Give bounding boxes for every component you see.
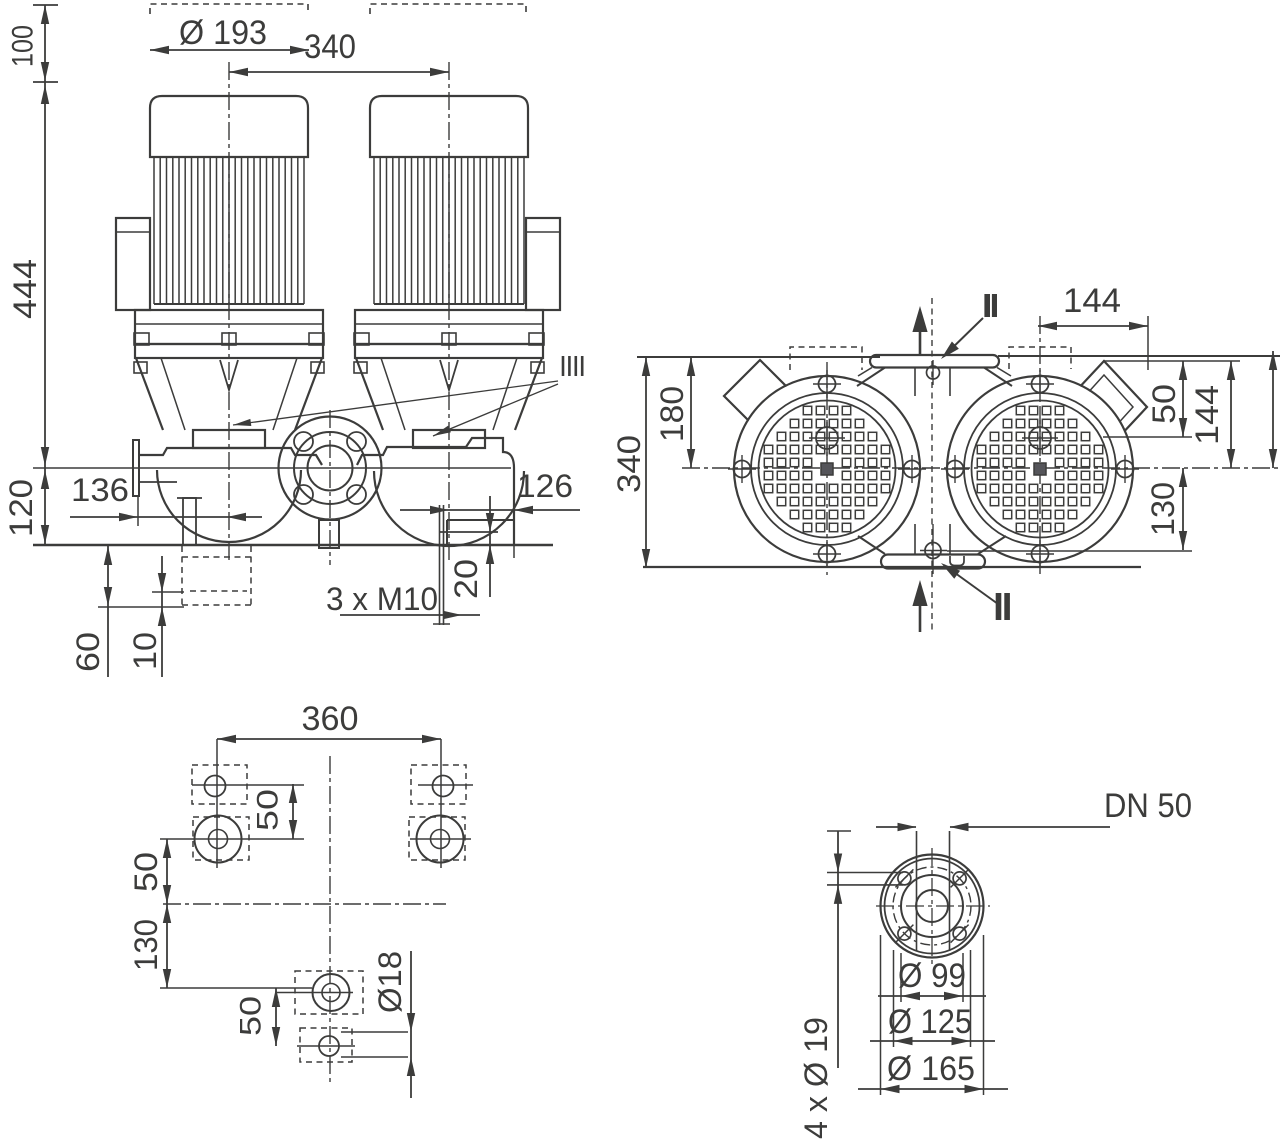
svg-text:130: 130 (128, 919, 164, 971)
svg-text:60: 60 (70, 632, 106, 672)
svg-text:444: 444 (7, 259, 43, 319)
svg-text:50: 50 (252, 789, 285, 831)
svg-text:180: 180 (654, 386, 690, 442)
svg-text:50: 50 (1146, 384, 1182, 424)
svg-text:360: 360 (302, 700, 359, 738)
svg-text:3 x M10: 3 x M10 (326, 581, 438, 617)
svg-text:10: 10 (127, 632, 163, 670)
svg-text:50: 50 (128, 852, 164, 892)
svg-text:Ø 165: Ø 165 (887, 1050, 975, 1088)
svg-text:4 x Ø 19: 4 x Ø 19 (798, 1017, 834, 1139)
svg-text:DN 50: DN 50 (1104, 787, 1192, 825)
svg-text:Ø 99: Ø 99 (898, 957, 966, 995)
svg-text:20: 20 (448, 559, 484, 599)
svg-text:Ø18: Ø18 (372, 951, 408, 1013)
svg-text:130: 130 (1145, 482, 1181, 536)
svg-text:144: 144 (1063, 282, 1121, 320)
svg-text:136: 136 (71, 472, 129, 508)
svg-text:144: 144 (1189, 385, 1225, 445)
svg-text:126: 126 (517, 468, 573, 504)
svg-text:340: 340 (611, 435, 647, 493)
svg-text:50: 50 (235, 996, 268, 1036)
svg-text:Ø 125: Ø 125 (888, 1003, 972, 1041)
svg-text:Ø 193: Ø 193 (179, 14, 267, 52)
svg-text:120: 120 (3, 479, 39, 537)
svg-text:340: 340 (304, 28, 356, 66)
svg-text:100: 100 (7, 25, 40, 67)
